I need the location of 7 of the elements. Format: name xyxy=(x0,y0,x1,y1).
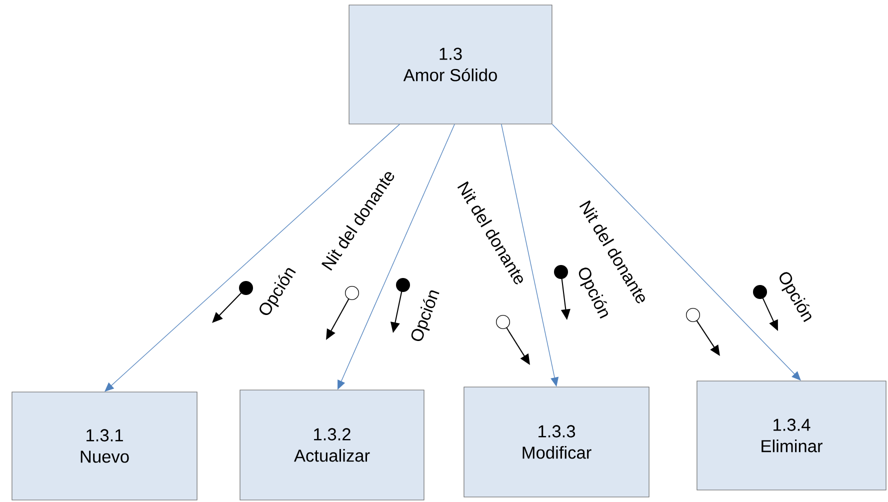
couple-label: Opción xyxy=(578,268,608,319)
process-box: 1.3.3 Modificar xyxy=(464,386,650,498)
process-box: 1.3 Amor Sólido xyxy=(348,4,552,124)
couple-label: Opción xyxy=(411,290,440,342)
process-box: 1.3.2 Actualizar xyxy=(240,390,424,500)
process-box: 1.3.1 Nuevo xyxy=(12,392,198,500)
process-box: 1.3.4 Eliminar xyxy=(696,380,886,490)
